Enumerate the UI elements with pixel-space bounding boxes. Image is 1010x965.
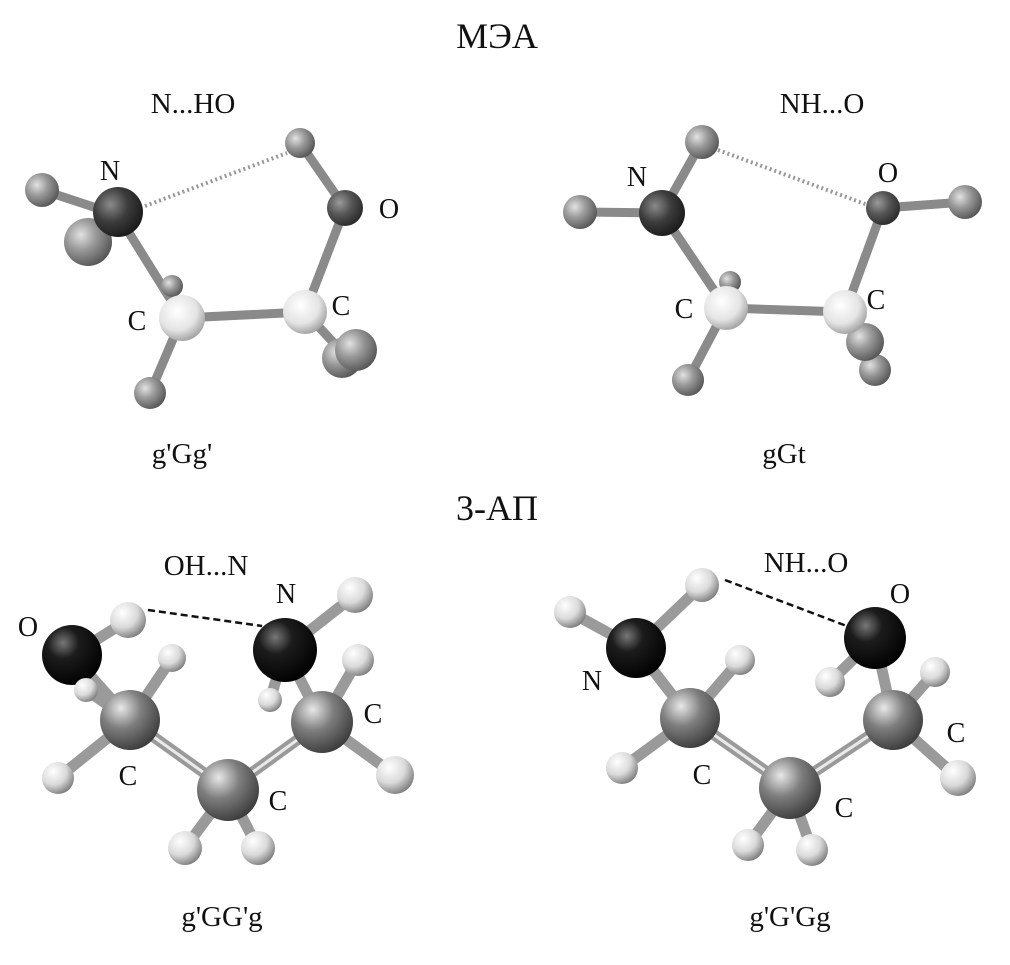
hydrogen-atom xyxy=(134,377,166,409)
hydrogen-bond-dotted xyxy=(717,148,869,207)
conformation-label: g'G'Gg xyxy=(749,901,830,933)
molecule-mea-gGg-prime: N...HO N O C C g'Gg' xyxy=(25,88,399,470)
atom-label-c: C xyxy=(947,718,966,749)
hydrogen-atom xyxy=(859,354,891,386)
hydrogen-atom xyxy=(110,602,146,638)
hydrogen-bond-dashed xyxy=(724,578,853,630)
nitrogen-atom xyxy=(639,190,685,236)
carbon-atom xyxy=(159,295,205,341)
atom-label-c: C xyxy=(332,291,351,322)
hydrogen-atom xyxy=(161,275,183,297)
hydrogen-atom xyxy=(846,323,884,361)
oxygen-atom xyxy=(327,190,363,226)
hydrogen-atom xyxy=(685,568,719,602)
hydrogen-atom xyxy=(168,831,202,865)
nitrogen-atom xyxy=(253,618,317,682)
bonds xyxy=(43,138,350,398)
carbon-atom xyxy=(283,290,327,334)
hydrogen-atom xyxy=(285,128,315,158)
hydrogen-atom xyxy=(920,657,950,687)
oxygen-atom xyxy=(844,607,906,669)
hydrogen-atom xyxy=(342,644,374,676)
atom-label-c: C xyxy=(364,699,383,730)
hydrogen-atom xyxy=(732,829,764,861)
hbond-label: N...HO xyxy=(151,88,236,120)
hydrogen-atom xyxy=(64,218,112,266)
atom-label-c: C xyxy=(835,793,854,824)
hbond-label: NH...O xyxy=(764,547,849,579)
hydrogen-atom xyxy=(554,596,586,628)
hydrogen-atom xyxy=(940,760,976,796)
atom-label-n: N xyxy=(100,156,120,187)
atom-label-c: C xyxy=(693,760,712,791)
hydrogen-atom xyxy=(948,185,982,219)
atom-label-o: O xyxy=(18,612,38,643)
atom-label-n: N xyxy=(582,666,602,697)
atom-label-c: C xyxy=(867,285,886,316)
molecule-3ap-gGGg-second: NH...O xyxy=(554,547,976,933)
atom-label-n: N xyxy=(627,162,647,193)
carbon-atom xyxy=(197,759,259,821)
nitrogen-atom xyxy=(93,187,143,237)
oxygen-atom xyxy=(42,625,102,685)
atom-label-n: N xyxy=(276,579,296,610)
hbond-label: NH...O xyxy=(780,88,865,120)
conformation-label: g'GG'g xyxy=(181,901,262,933)
carbon-atom xyxy=(100,690,160,750)
hydrogen-atom xyxy=(815,667,845,697)
carbon-atom xyxy=(704,286,748,330)
conformation-label: gGt xyxy=(762,438,806,470)
atom-label-o: O xyxy=(379,194,399,225)
hydrogen-atom xyxy=(606,752,638,784)
atom-label-c: C xyxy=(128,306,147,337)
hydrogen-atom xyxy=(74,678,98,702)
atom-label-c: C xyxy=(119,761,138,792)
hydrogen-bond-dashed xyxy=(147,608,263,628)
hydrogen-atom xyxy=(241,831,275,865)
atom-label-o: O xyxy=(878,158,898,189)
hbond-label: OH...N xyxy=(164,550,249,582)
atom-label-c: C xyxy=(675,294,694,325)
molecule-3ap-gGGg: OH...N xyxy=(18,550,414,933)
hydrogen-bond-dotted xyxy=(144,151,288,208)
carbon-atom xyxy=(291,691,353,753)
carbon-atom xyxy=(759,757,821,819)
carbon-atom xyxy=(863,690,923,750)
carbon-atom xyxy=(823,290,867,334)
section-title-mea: МЭА xyxy=(456,16,538,56)
hydrogen-atom xyxy=(685,125,719,159)
atom-label-o: O xyxy=(890,579,910,610)
hydrogen-atom xyxy=(42,762,74,794)
section-title-3ap: 3-АП xyxy=(456,488,538,528)
hydrogen-atom xyxy=(337,577,373,613)
hydrogen-atom xyxy=(258,688,282,712)
molecule-mea-ggt: NH...O N O C C gGt xyxy=(563,88,982,470)
hydrogen-atom xyxy=(376,756,414,794)
hydrogen-atom xyxy=(725,645,755,675)
hydrogen-atom xyxy=(796,834,828,866)
hydrogen-atom xyxy=(563,195,597,229)
hydrogen-atom xyxy=(158,644,186,672)
oxygen-atom xyxy=(866,191,900,225)
conformation-label: g'Gg' xyxy=(152,438,212,470)
hydrogen-atom xyxy=(335,329,377,371)
hydrogen-atom xyxy=(25,173,59,207)
nitrogen-atom xyxy=(606,618,666,678)
carbon-atom xyxy=(660,688,720,748)
atom-label-c: C xyxy=(269,786,288,817)
hydrogen-atom xyxy=(672,364,704,396)
